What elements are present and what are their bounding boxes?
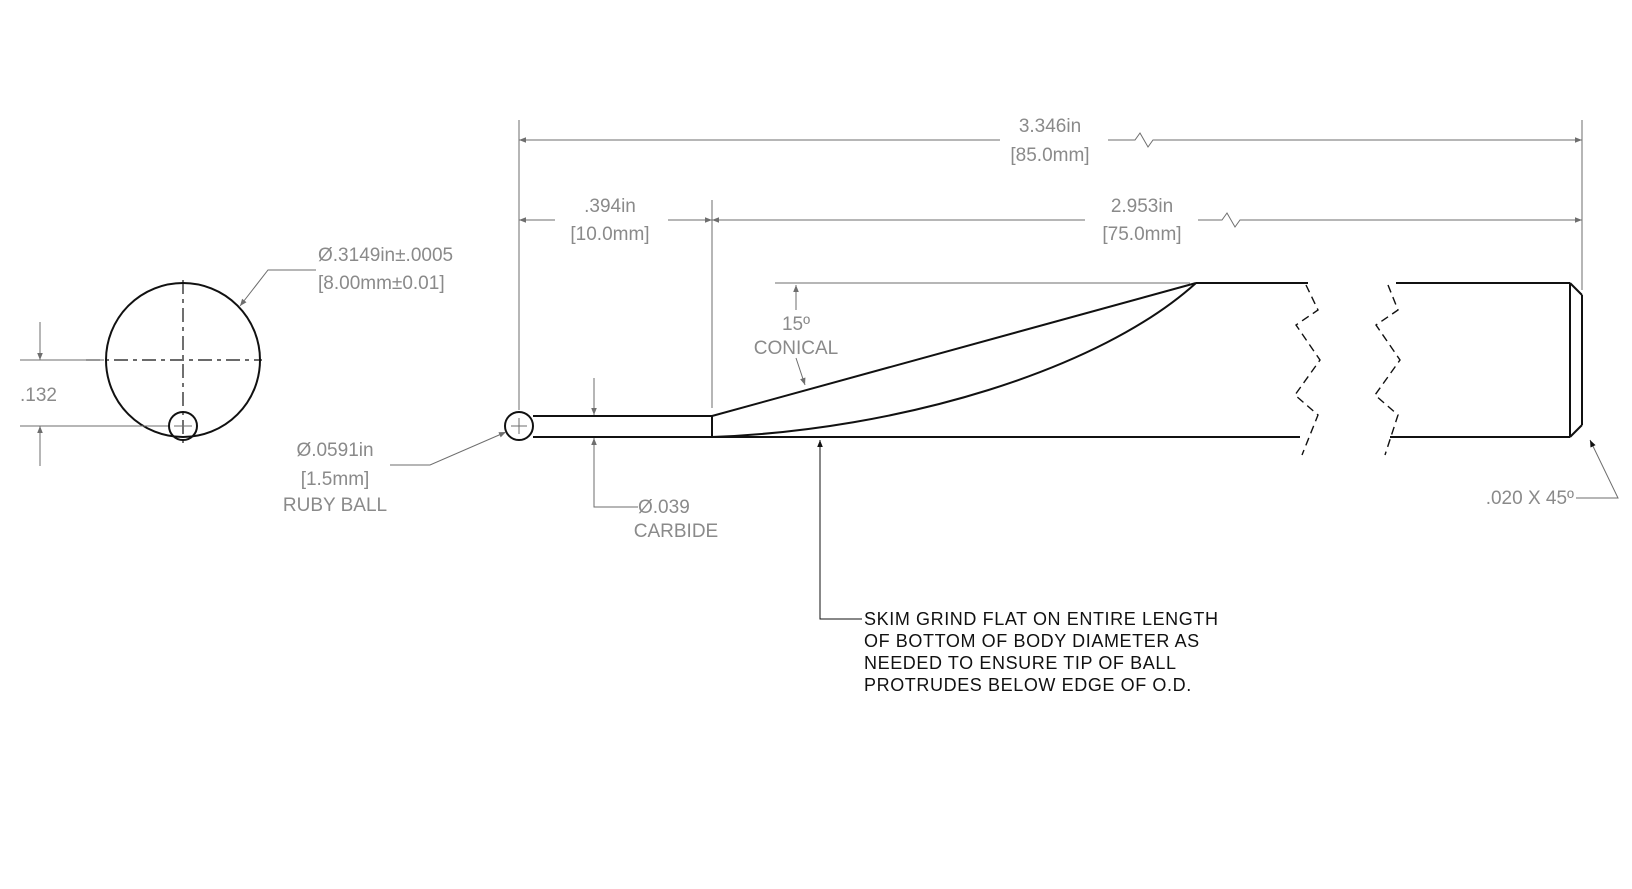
note-line-1: SKIM GRIND FLAT ON ENTIRE LENGTH — [864, 609, 1219, 629]
body-dim-right — [1198, 212, 1582, 228]
chamfer-bottom — [1569, 424, 1583, 438]
cone-angle-arrow-bottom — [795, 357, 806, 386]
note-line-4: PROTRUDES BELOW EDGE OF O.D. — [864, 675, 1192, 695]
ruby-ball-label: RUBY BALL — [283, 495, 387, 516]
body-diameter-leader — [239, 269, 316, 307]
body-diameter-mm: [8.00mm±0.01] — [318, 273, 445, 294]
break-line-right — [1374, 284, 1401, 456]
cone-intersection-curve — [711, 282, 1197, 438]
cone-label: CONICAL — [754, 338, 838, 359]
stem-diameter: Ø.039 — [638, 497, 690, 518]
ball-end-circle — [168, 411, 198, 441]
offset-dimension: .132 — [20, 385, 57, 406]
tip-length-in: .394in — [584, 196, 636, 217]
body-diameter-in: Ø.3149in±.0005 — [318, 245, 453, 266]
note-line-3: NEEDED TO ENSURE TIP OF BALL — [864, 653, 1177, 673]
ruby-ball-leader — [390, 431, 507, 466]
overall-length-mm: [85.0mm] — [1010, 145, 1089, 166]
overall-dim-right — [1108, 132, 1582, 148]
note-line-2: OF BOTTOM OF BODY DIAMETER AS — [864, 631, 1200, 651]
tip-length-mm: [10.0mm] — [570, 224, 649, 245]
chamfer-dimension: .020 X 45º — [1486, 488, 1574, 509]
chamfer-leader — [1576, 439, 1619, 499]
dimension-lines: 3.346in [85.0mm] .394in [10.0mm] 2.953in… — [283, 116, 1619, 542]
stem-dim-arrow-bottom — [591, 438, 638, 508]
stem-label: CARBIDE — [634, 521, 718, 542]
ruby-ball — [504, 411, 534, 441]
cone-top-edge — [711, 282, 1197, 417]
end-view: .132 Ø.3149in±.0005 [8.00mm±0.01] — [20, 245, 453, 466]
overall-length-in: 3.346in — [1019, 116, 1081, 137]
side-view — [504, 282, 1583, 456]
body-length-mm: [75.0mm] — [1102, 224, 1181, 245]
ruby-ball-diameter-mm: [1.5mm] — [301, 469, 370, 490]
body-length-in: 2.953in — [1111, 196, 1173, 217]
break-line-left — [1294, 284, 1321, 456]
chamfer-top — [1569, 282, 1583, 296]
grind-note: SKIM GRIND FLAT ON ENTIRE LENGTH OF BOTT… — [817, 440, 1219, 695]
note-leader — [817, 440, 862, 620]
cone-angle: 15º — [782, 314, 810, 335]
ruby-ball-diameter-in: Ø.0591in — [296, 440, 373, 461]
